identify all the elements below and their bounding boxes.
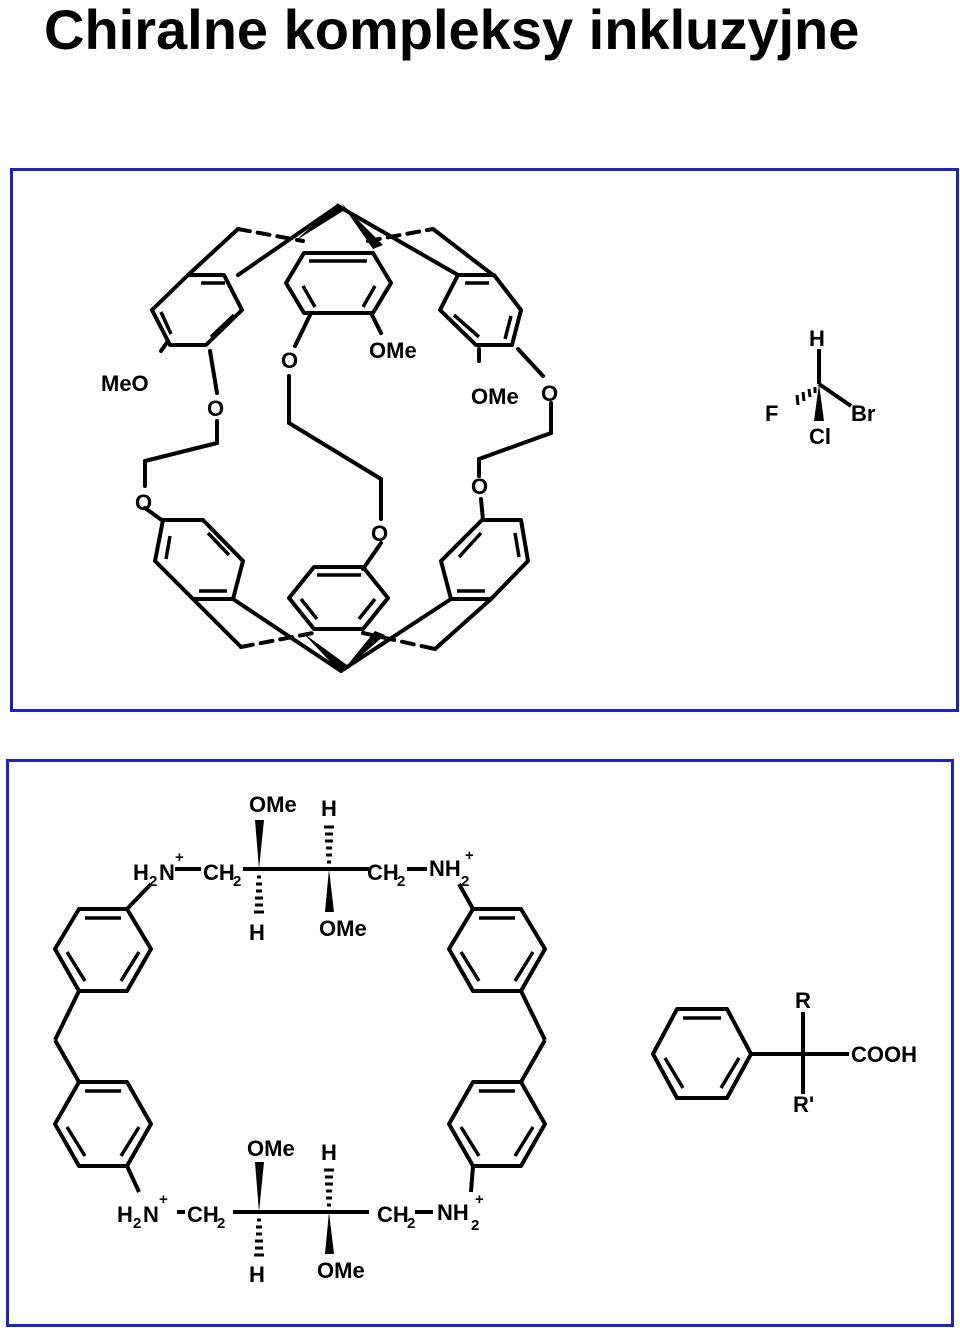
cryptophane-drawing: MeO O O OMe OMe O O O O H F Br Cl: [101, 203, 876, 673]
top-ch-right-subscript: 2: [397, 873, 405, 890]
macrocycle-drawing: H 2 N + CH 2 OMe H H OMe CH 2 NH 2 + H 2…: [53, 792, 917, 1287]
fluorine-label: F: [765, 401, 778, 426]
benzene-ring-top-left: [150, 273, 244, 347]
macrocycle-bottom-chain: H 2 N + CH 2 OMe H H OMe CH 2 NH 2 +: [117, 1136, 484, 1287]
top-plus-left: +: [175, 849, 184, 866]
bottom-ch-left-label: CH: [187, 1202, 219, 1227]
bottom-ome-down-label: OMe: [317, 1258, 365, 1283]
oxygen-right-upper-label: O: [541, 381, 558, 406]
top-n-label: N: [159, 860, 175, 885]
bottom-plus-right: +: [475, 1191, 484, 1208]
meo-left-label: MeO: [101, 371, 149, 396]
bottom-nh-right-subscript: 2: [471, 1217, 479, 1234]
top-h-up-label: H: [321, 796, 337, 821]
top-nh-right-subscript: 2: [461, 873, 469, 890]
top-ch-left-label: CH: [203, 860, 235, 885]
hydrogen-label: H: [809, 326, 825, 351]
benzene-ring-top-right: [438, 273, 523, 347]
ome-mid-label: OMe: [369, 338, 417, 363]
bottom-ch-right-label: CH: [377, 1202, 409, 1227]
bottom-h-label: H: [117, 1202, 133, 1227]
page-title: Chiralne kompleksy inkluzyjne: [44, 0, 860, 61]
bromine-label: Br: [851, 401, 876, 426]
benzene-ring-bottom-right: [439, 518, 530, 601]
oxygen-mid-lower-label: O: [371, 521, 388, 546]
bottom-ome-up-label: OMe: [247, 1136, 295, 1161]
bottom-n-label: N: [143, 1202, 159, 1227]
bottom-h-up-label: H: [321, 1140, 337, 1165]
bottom-h-down-label: H: [249, 1262, 265, 1287]
top-nh-right-label: NH: [429, 856, 461, 881]
top-ch-left-subscript: 2: [233, 873, 241, 890]
chbrclf-molecule: H F Br Cl: [765, 326, 876, 449]
top-ome-down-label: OMe: [319, 916, 367, 941]
benzene-ring-bottom-left: [153, 518, 245, 601]
top-ome-up-label: OMe: [249, 792, 297, 817]
oxygen-left-upper-label: O: [207, 396, 224, 421]
cryptophane-panel: MeO O O OMe OMe O O O O H F Br Cl: [10, 168, 959, 712]
bottom-ch-left-subscript: 2: [217, 1215, 225, 1232]
phenyl-acetic-acid: R R' COOH: [793, 988, 917, 1117]
bottom-nh-right-label: NH: [437, 1200, 469, 1225]
macrocycle-top-chain: H 2 N + CH 2 OMe H H OMe CH 2 NH 2 +: [133, 792, 474, 945]
oxygen-right-lower-label: O: [471, 474, 488, 499]
chlorine-label: Cl: [809, 424, 831, 449]
cooh-label: COOH: [851, 1042, 917, 1067]
oxygen-mid-upper-label: O: [281, 348, 298, 373]
top-h-subscript: 2: [149, 873, 157, 890]
top-h-down-label: H: [249, 920, 265, 945]
top-ch-right-label: CH: [367, 860, 399, 885]
bottom-h-subscript: 2: [133, 1215, 141, 1232]
r-prime-label: R': [793, 1092, 814, 1117]
top-plus-right: +: [465, 847, 474, 864]
macrocycle-panel: H 2 N + CH 2 OMe H H OMe CH 2 NH 2 + H 2…: [6, 759, 954, 1327]
top-h-label: H: [133, 860, 149, 885]
oxygen-left-lower-label: O: [135, 490, 152, 515]
bottom-ch-right-subscript: 2: [407, 1215, 415, 1232]
ome-right-label: OMe: [471, 384, 519, 409]
bottom-plus-left: +: [159, 1191, 168, 1208]
r-label: R: [795, 988, 811, 1013]
